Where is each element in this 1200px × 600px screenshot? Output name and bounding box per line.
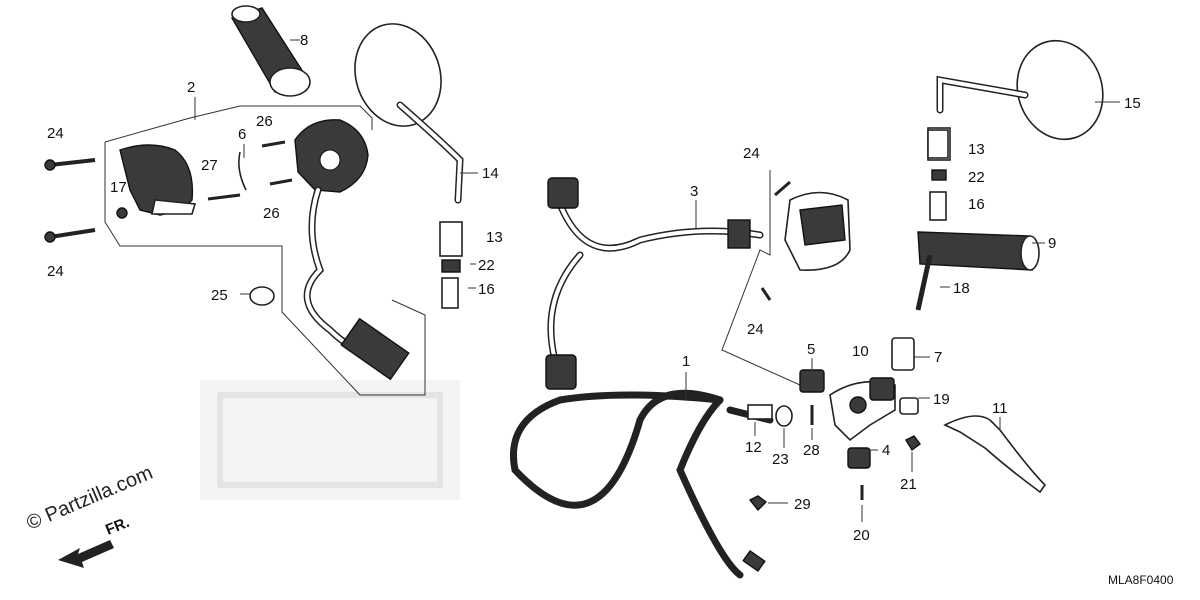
callout-7: 7 [934, 349, 942, 366]
front-direction-label: FR. [103, 514, 132, 539]
callout-16-right: 16 [968, 196, 985, 213]
callout-24-c: 24 [743, 145, 760, 162]
washer-23 [775, 405, 793, 427]
callout-21: 21 [900, 476, 917, 493]
clutch-cable [510, 389, 774, 579]
nut-29 [748, 495, 768, 512]
callout-28: 28 [803, 442, 820, 459]
switch-4 [847, 447, 871, 469]
lever-bracket [829, 377, 896, 442]
callout-26-b: 26 [263, 205, 280, 222]
left-mirror [354, 23, 464, 309]
callout-3: 3 [690, 183, 698, 200]
callout-24-d: 24 [747, 321, 764, 338]
diagram-code: MLA8F0400 [1108, 573, 1174, 587]
callout-25: 25 [211, 287, 228, 304]
callout-19: 19 [933, 391, 950, 408]
callout-20: 20 [853, 527, 870, 544]
callout-26-a: 26 [256, 113, 273, 130]
background-stamp [200, 380, 460, 500]
callout-12: 12 [745, 439, 762, 456]
callout-13-right: 13 [968, 141, 985, 158]
clip-6 [238, 151, 247, 191]
holder-7 [891, 337, 915, 371]
callout-4: 4 [882, 442, 890, 459]
clutch-lever [943, 415, 1047, 494]
connector-left [340, 317, 410, 381]
screw-24a [44, 158, 96, 171]
right-grip [917, 231, 1040, 271]
callout-17: 17 [110, 179, 127, 196]
bolt-12 [747, 404, 773, 420]
leader-lines [194, 39, 1120, 522]
callout-11: 11 [992, 400, 1008, 417]
connector-bottom [545, 354, 577, 390]
collar-25 [249, 286, 275, 306]
callout-8: 8 [300, 32, 308, 49]
callout-22-right: 22 [968, 169, 985, 186]
callout-29: 29 [794, 496, 811, 513]
screw-17 [116, 207, 128, 219]
callout-9: 9 [1048, 235, 1056, 252]
screw-26b [269, 178, 293, 186]
callout-16-left: 16 [478, 281, 495, 298]
callout-24-a: 24 [47, 125, 64, 142]
callout-23: 23 [772, 451, 789, 468]
callout-14: 14 [482, 165, 499, 182]
connector-top [547, 177, 579, 209]
callouts: 1 2 3 4 5 6 7 8 9 10 11 12 13 13 14 15 1… [47, 32, 1141, 544]
callout-1: 1 [682, 353, 690, 370]
callout-24-b: 24 [47, 263, 64, 280]
callout-6: 6 [238, 126, 246, 143]
callout-5: 5 [807, 341, 815, 358]
callout-27: 27 [201, 157, 218, 174]
bolt-19 [899, 397, 919, 415]
collar-13-right [927, 129, 949, 159]
callout-13-left: 13 [486, 229, 503, 246]
callout-10: 10 [852, 343, 869, 360]
callout-2: 2 [187, 79, 195, 96]
screw-24b [44, 228, 96, 243]
group-outline-2 [104, 105, 426, 396]
small-parts [747, 129, 949, 512]
right-switch-harness [545, 170, 851, 390]
left-switch-group [44, 5, 426, 396]
watermark: © Partzilla.com [23, 462, 156, 535]
right-mirror [927, 39, 1104, 221]
throttle-grip [230, 5, 311, 97]
nut-21 [905, 435, 921, 452]
callout-15: 15 [1124, 95, 1141, 112]
bolt-18 [915, 254, 933, 311]
screw-27 [207, 193, 241, 201]
callout-18: 18 [953, 280, 970, 297]
front-direction-arrow: FR. [58, 514, 132, 568]
screw-26a [261, 140, 286, 148]
switch-5 [799, 369, 825, 393]
callout-22-left: 22 [478, 257, 495, 274]
